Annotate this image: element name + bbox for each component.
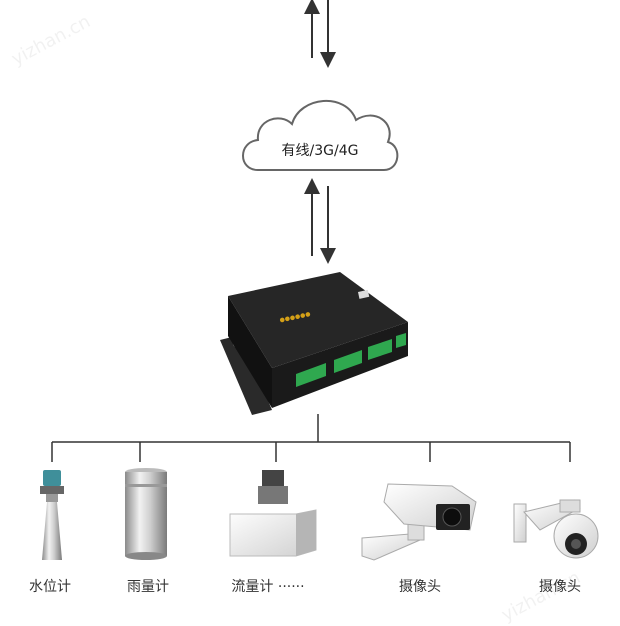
bus-lines bbox=[51, 414, 571, 462]
device-label-flow-meter: 流量计 ······ bbox=[231, 579, 305, 595]
device-label-rain-gauge: 雨量计 bbox=[127, 579, 169, 595]
radar-level-gauge-icon bbox=[40, 470, 64, 560]
device-label-water-level: 水位计 bbox=[29, 579, 71, 595]
terminal-block-2 bbox=[334, 350, 362, 373]
cloud-icon bbox=[242, 99, 399, 171]
middle-arrows bbox=[304, 178, 336, 264]
rtu-terminal-icon: ●●●●●● bbox=[220, 272, 408, 415]
rain-gauge-icon bbox=[125, 468, 167, 560]
top-arrows bbox=[304, 0, 336, 68]
box-camera-icon bbox=[361, 483, 477, 561]
device-label-camera-2: 摄像头 bbox=[539, 579, 581, 595]
cloud-label: 有线/3G/4G bbox=[281, 143, 359, 159]
mounting-flange-left bbox=[220, 335, 272, 415]
terminal-block-3 bbox=[368, 339, 392, 360]
dome-camera-icon bbox=[513, 499, 599, 559]
device-label-camera-1: 摄像头 bbox=[399, 579, 441, 595]
flow-meter-icon bbox=[229, 470, 317, 557]
terminal-block-1 bbox=[296, 363, 326, 387]
